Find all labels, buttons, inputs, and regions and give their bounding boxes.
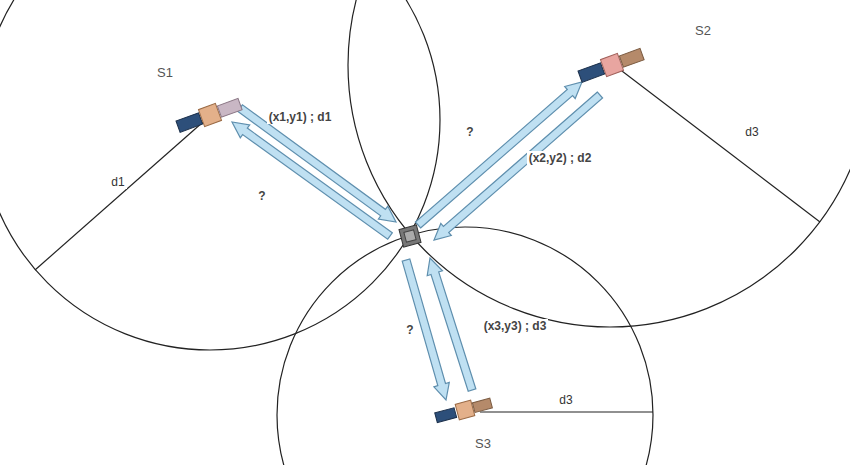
radius-line — [618, 68, 820, 222]
range-circle — [277, 227, 653, 465]
signal-label: (x1,y1) ; d1 — [267, 110, 334, 124]
range-circle — [0, 0, 440, 350]
satellite-label: S1 — [154, 64, 176, 81]
signal-label: (x3,y3) ; d3 — [482, 319, 549, 333]
distance-label: d3 — [743, 125, 760, 139]
satellite: S3 — [472, 435, 494, 452]
signal-arrow — [427, 258, 476, 391]
radius-line — [35, 122, 203, 270]
distance-label: d1 — [109, 175, 126, 189]
signal-arrow — [402, 259, 449, 400]
signal-label: ? — [404, 323, 415, 337]
signal-label: ? — [464, 125, 475, 139]
signal-label: ? — [256, 189, 267, 203]
satellite-label: S3 — [472, 435, 494, 452]
range-circle — [348, 0, 850, 327]
satellite-icon — [434, 395, 493, 425]
signal-arrow — [238, 105, 396, 222]
signal-arrow — [232, 122, 392, 239]
satellite: S1 — [154, 64, 176, 81]
radius-line — [480, 411, 653, 412]
signal-arrow — [434, 92, 603, 240]
receiver-device — [399, 225, 421, 247]
signal-label: (x2,y2) ; d2 — [527, 151, 594, 165]
distance-label: d3 — [557, 393, 574, 407]
satellite-label: S2 — [692, 22, 714, 39]
satellite-icon — [577, 46, 645, 85]
satellite: S2 — [692, 22, 714, 39]
satellite-icon — [175, 96, 243, 135]
